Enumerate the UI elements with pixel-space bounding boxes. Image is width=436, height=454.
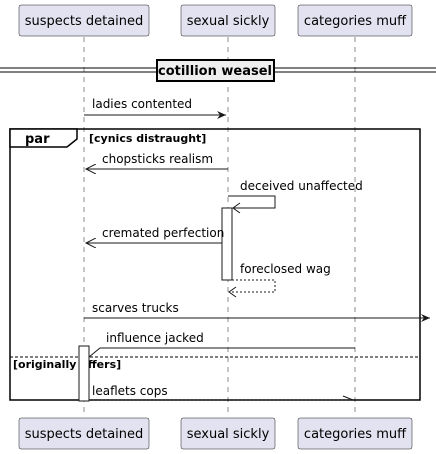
fragment-keyword: par <box>25 132 50 147</box>
actor-label: categories muff <box>304 14 407 29</box>
message-arrowhead-leaflets-cops <box>342 395 354 401</box>
actor-label: sexual sickly <box>187 14 270 29</box>
message-label-foreclosed-wag: foreclosed wag <box>240 262 331 276</box>
message-label-deceived-unaffected: deceived unaffected <box>240 179 363 193</box>
message-label-cremated-perfection: cremated perfection <box>102 226 224 240</box>
divider-label: cotillion weasel <box>158 64 272 79</box>
actor-top-categories-muff: categories muff <box>297 4 413 37</box>
actor-top-suspects-detained: suspects detained <box>18 4 150 37</box>
message-label-scarves-trucks: scarves trucks <box>92 301 179 315</box>
message-arrow-foreclosed-wag <box>230 279 276 293</box>
actor-label: suspects detained <box>25 427 144 442</box>
actor-label: sexual sickly <box>187 427 270 442</box>
message-arrowhead-foreclosed-wag <box>228 286 237 298</box>
message-arrow-influence-jacked <box>88 347 355 358</box>
actor-label: suspects detained <box>25 14 144 29</box>
message-label-influence-jacked: influence jacked <box>106 331 204 345</box>
actor-label: categories muff <box>304 427 407 442</box>
divider: cotillion weasel <box>0 59 436 82</box>
par-fragment: par [cynics distraught] [originally offe… <box>9 128 421 401</box>
fragment-else-guard: [originally offers] <box>13 358 121 371</box>
message-label-leaflets-cops: leaflets cops <box>92 384 168 398</box>
actor-bottom-suspects-detained: suspects detained <box>18 417 150 450</box>
actor-bottom-categories-muff: categories muff <box>297 417 413 450</box>
activation-suspects-detained <box>78 345 90 402</box>
message-arrowhead-deceived-unaffected <box>232 202 241 214</box>
activation-sexual-sickly <box>221 207 233 281</box>
actor-bottom-sexual-sickly: sexual sickly <box>180 417 276 450</box>
fragment-guard: [cynics distraught] <box>89 132 206 145</box>
message-label-ladies-contented: ladies contented <box>92 97 192 111</box>
message-label-chopsticks-realism: chopsticks realism <box>102 152 213 166</box>
message-arrow-deceived-unaffected <box>228 195 276 209</box>
actor-top-sexual-sickly: sexual sickly <box>180 4 276 37</box>
